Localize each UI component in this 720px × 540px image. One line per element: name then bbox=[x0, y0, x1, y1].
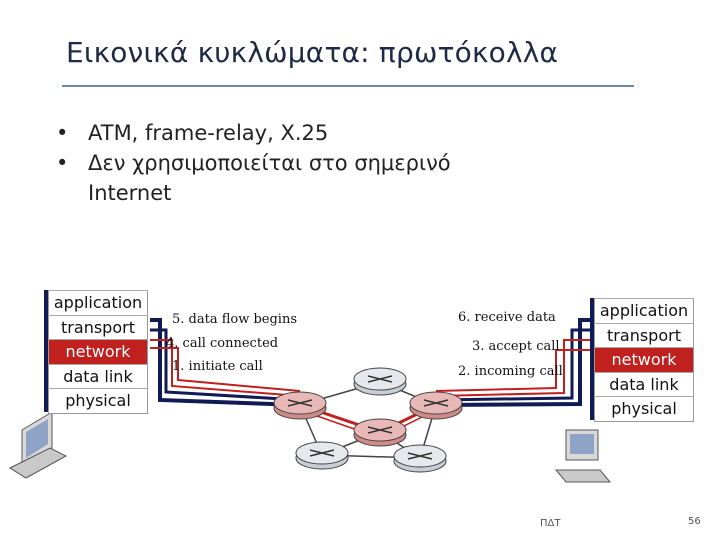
right-layer-application: application bbox=[594, 298, 694, 323]
left-protocol-stack: application transport network data link … bbox=[48, 290, 148, 414]
right-layer-network: network bbox=[594, 347, 694, 372]
bullet-list: ATM, frame-relay, X.25 Δεν χρησιμοποιείτ… bbox=[56, 118, 451, 208]
left-layer-network: network bbox=[48, 339, 148, 364]
left-layer-application: application bbox=[48, 290, 148, 315]
left-layer-transport: transport bbox=[48, 314, 148, 339]
page-number: 56 bbox=[688, 516, 701, 527]
right-layer-physical: physical bbox=[594, 396, 694, 422]
right-call-lines bbox=[435, 318, 594, 407]
label-data-flow-begins: 5. data flow begins bbox=[172, 312, 298, 327]
bullet-2-continuation: Internet bbox=[88, 181, 172, 205]
right-protocol-stack: application transport network data link … bbox=[594, 298, 694, 422]
slide-title: Εικονικά κυκλώματα: πρωτόκολλα bbox=[66, 36, 559, 69]
left-call-lines bbox=[150, 318, 301, 407]
right-layer-transport: transport bbox=[594, 322, 694, 347]
left-layer-data-link: data link bbox=[48, 363, 148, 388]
left-layer-physical: physical bbox=[48, 388, 148, 414]
router-left-icon bbox=[273, 391, 327, 420]
router-bottom-right-icon bbox=[393, 444, 447, 473]
label-initiate-call: 1. initiate call bbox=[172, 359, 263, 374]
bullet-2: Δεν χρησιμοποιείται στο σημερινό bbox=[56, 148, 451, 178]
label-receive-data: 6. receive data bbox=[458, 310, 556, 325]
footer-label: ΠΔΤ bbox=[540, 518, 561, 529]
right-host-computer-icon bbox=[554, 429, 612, 483]
router-right-icon bbox=[409, 391, 463, 420]
router-center-icon bbox=[353, 418, 407, 447]
router-bottom-left-icon bbox=[295, 441, 349, 470]
router-top-icon bbox=[353, 367, 407, 396]
label-incoming-call: 2. incoming call bbox=[458, 364, 563, 379]
label-accept-call: 3. accept call bbox=[472, 339, 560, 354]
title-underline bbox=[62, 85, 634, 87]
label-call-connected: 4. call connected bbox=[166, 336, 279, 351]
bullet-1: ATM, frame-relay, X.25 bbox=[56, 118, 451, 148]
left-host-computer-icon bbox=[8, 411, 68, 479]
right-layer-data-link: data link bbox=[594, 371, 694, 396]
